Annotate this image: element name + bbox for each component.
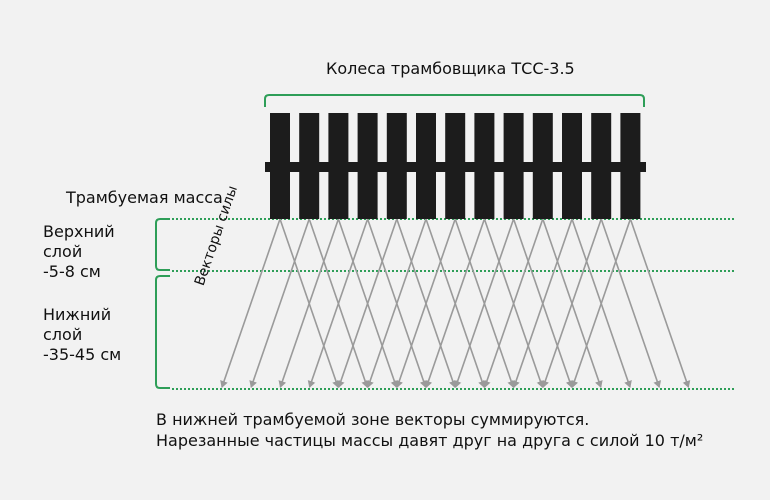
force-vector-left-7 <box>395 218 456 388</box>
compactor-wheel-12 <box>591 113 612 219</box>
compactor-wheel-2 <box>299 113 320 219</box>
compactor-wheel-3 <box>328 113 349 219</box>
compactor-wheel-11 <box>562 113 582 219</box>
force-vector-left-6 <box>366 218 427 388</box>
compactor-wheel-13 <box>620 113 641 219</box>
force-vector-right-12 <box>600 218 662 388</box>
force-vector-left-9 <box>453 218 515 388</box>
force-vector-left-5 <box>336 218 398 388</box>
lower-layer-bracket <box>155 275 170 389</box>
force-vector-left-8 <box>424 218 486 388</box>
compactor-wheel-8 <box>474 113 495 219</box>
upper-layer-bracket <box>155 218 170 271</box>
compactor-wheel-10 <box>532 113 553 219</box>
compactor-wheel-9 <box>503 113 524 219</box>
force-vector-left-11 <box>512 218 573 388</box>
compactor-wheel-6 <box>416 113 436 219</box>
wheels-bracket <box>264 94 645 107</box>
force-vector-right-13 <box>629 218 691 388</box>
force-vector-left-12 <box>541 218 602 388</box>
lower-layer-label: Нижний слой -35-45 см <box>43 305 122 364</box>
caption-line-2: Нарезанные частицы массы давят друг на д… <box>156 431 704 450</box>
compacted-mass-label: Трамбуемая масса <box>66 188 223 207</box>
force-vector-left-4 <box>307 218 369 388</box>
force-vector-left-3 <box>278 218 340 388</box>
compactor-wheel-1 <box>270 113 290 219</box>
force-vector-left-2 <box>249 218 310 388</box>
upper-layer-label: Верхний слой -5-8 см <box>43 222 115 281</box>
caption-line-1: В нижней трамбуемой зоне векторы суммиру… <box>156 410 590 429</box>
compactor-wheel-7 <box>445 113 466 219</box>
compactor-wheel-4 <box>357 113 378 219</box>
title-label: Колеса трамбовщика ТСС-3.5 <box>326 59 575 78</box>
force-vector-left-13 <box>570 218 632 388</box>
compactor-wheel-5 <box>386 113 407 219</box>
force-vector-left-1 <box>220 218 281 388</box>
force-vector-left-10 <box>482 218 544 388</box>
